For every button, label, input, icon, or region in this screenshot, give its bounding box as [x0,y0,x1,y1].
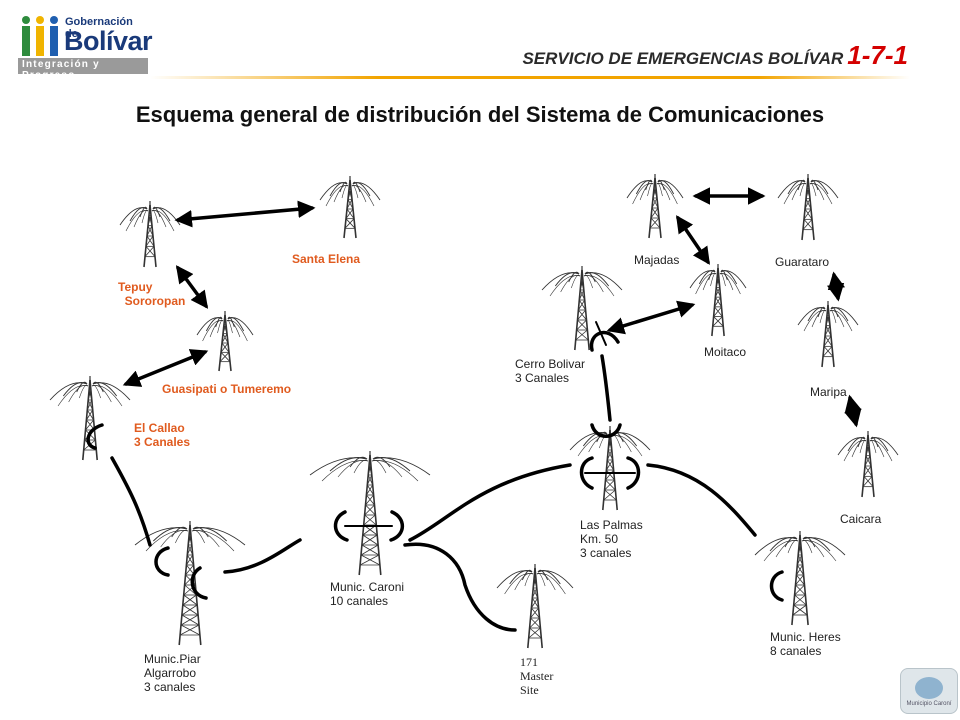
link-cerro-las-palmas [600,354,612,422]
label-munic-piar: Munic.Piar Algarrobo 3 canales [144,652,201,694]
label-majadas: Majadas [634,253,680,267]
tower-tepuy [119,201,181,268]
link-tepuy-santa-elena [174,200,316,228]
label-santa-elena: Santa Elena [292,252,361,266]
link-moitaco-cerro-bolivar [606,300,696,335]
logo-tagline-bar [18,58,148,74]
dish-arc [590,423,622,438]
label-caicara: Caicara [840,512,882,526]
iso-certification-badge: Municipio Caroní [900,668,958,714]
link-el-callao-piar [110,456,152,547]
label-munic-caroni: Munic. Caroni 10 canales [330,580,405,608]
link-caroni-las-palmas [408,463,572,542]
link-majadas-moitaco [676,215,710,265]
gobernacion-logo: Gobernación de Bolívar Integración y Pro… [18,12,153,81]
tower-guarataro [777,174,839,241]
label-master-site: 171 Master Site [520,655,554,697]
link-piar-caroni [223,538,302,574]
tower-munic-caroni [309,451,431,576]
label-el-callao: El Callao 3 Canales [134,421,191,449]
tower-munic-heres [754,531,846,626]
label-las-palmas: Las Palmas Km. 50 3 canales [580,518,643,560]
label-maripa: Maripa [810,385,847,399]
badge-text: Municipio Caroní [906,701,952,707]
label-moitaco: Moitaco [704,345,747,359]
label-cerro-bolivar: Cerro Bolivar 3 Canales [515,357,586,385]
page-title: Esquema general de distribución del Sist… [135,102,825,127]
tower-majadas [626,174,684,239]
logo-mark-icon [22,16,58,56]
dish-arc [769,570,784,602]
service-code: 1-7-1 [847,40,908,70]
dish-arc [589,330,620,352]
tower-cerro-bolivar [541,266,623,351]
tower-maripa [797,301,859,368]
service-name: SERVICIO DE EMERGENCIAS BOLÍVAR [522,49,844,68]
link-caroni-master [403,542,517,632]
dish-arc [190,566,208,600]
logo-tagline: Integración y Progreso [22,59,100,81]
tower-moitaco [689,264,747,337]
tower-caicara [837,431,899,498]
tower-guasipati [196,311,254,372]
label-munic-heres: Munic. Heres 8 canales [770,630,841,658]
link-tepuy-guasipati [175,265,209,309]
label-tepuy: Tepuy Sororopan [118,280,186,308]
label-guarataro: Guarataro [775,255,830,269]
dish-arc [154,546,170,577]
dish-arc [579,456,594,490]
link-guasipati-el-callao [122,349,209,387]
dish-arc [626,456,641,490]
logo-small-text: Gobernación de [65,16,133,40]
tower-munic-piar [134,521,246,646]
dish-arc [389,510,405,542]
tower-santa-elena [319,176,381,239]
link-las-palmas-heres [646,463,757,537]
link-maripa-caicara [844,394,862,428]
dish-arc [333,510,349,542]
tower-master-site [496,564,574,649]
label-guasipati: Guasipati o Tumeremo [162,382,292,396]
dish-feed [595,321,607,346]
link-guarataro-maripa [826,271,846,302]
header-rule [150,76,910,79]
logo-main-text: Bolívar [64,26,153,56]
dish-arc [86,423,104,450]
badge-emblem-icon [915,677,943,699]
